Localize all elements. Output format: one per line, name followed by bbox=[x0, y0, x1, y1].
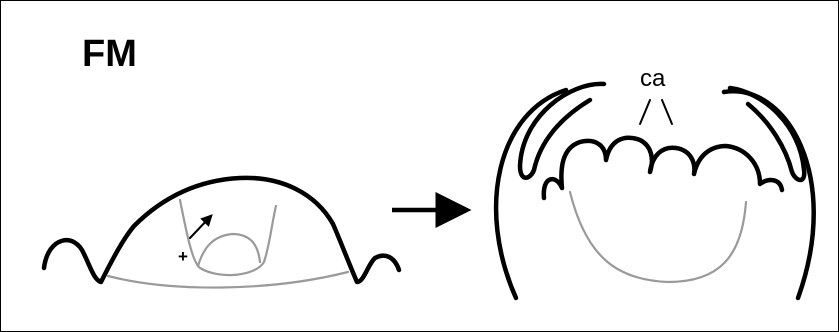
ca-pointer-left bbox=[640, 100, 650, 124]
right-inner-bowl bbox=[570, 192, 746, 282]
panel-label: FM bbox=[82, 33, 137, 75]
plus-marker: + bbox=[178, 247, 188, 266]
left-stage: + bbox=[44, 178, 399, 288]
left-outer-outline bbox=[44, 178, 399, 282]
right-stage: ca bbox=[496, 65, 814, 298]
scalloped-lobes bbox=[544, 138, 782, 198]
right-outer-left-arc bbox=[496, 90, 566, 298]
left-inner-dome bbox=[198, 234, 260, 266]
growth-arrow bbox=[190, 217, 210, 238]
left-inner-cup bbox=[180, 200, 276, 275]
ca-pointer-right bbox=[662, 100, 672, 124]
ca-label: ca bbox=[640, 65, 666, 92]
right-right-fold bbox=[730, 88, 804, 180]
